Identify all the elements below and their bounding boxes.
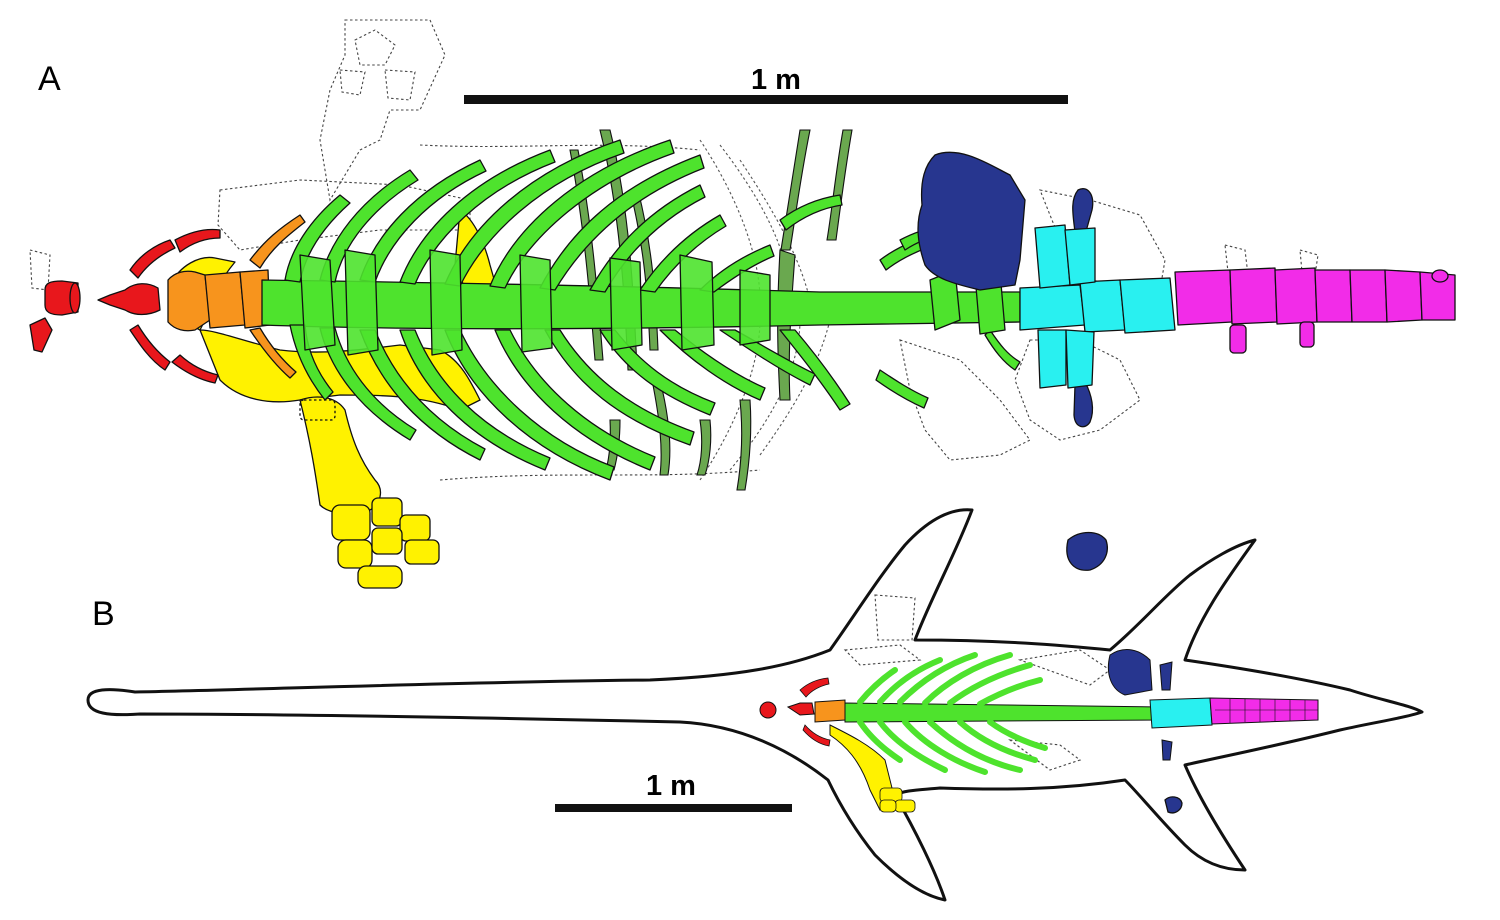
panel-a-pelvic-girdle xyxy=(917,151,1094,428)
panel-b-body-outline-reconstruction: B xyxy=(86,508,1424,902)
panel-b-miniature-skeleton xyxy=(759,594,1319,813)
panel-a-skeleton: A 1 m xyxy=(29,19,1456,589)
panel-a-caudal-vertebrae xyxy=(1174,267,1456,354)
panel-b-displaced-element-upper xyxy=(1066,531,1108,571)
panel-a-scale-bar xyxy=(464,95,1068,104)
panel-a-scale-label: 1 m xyxy=(751,64,801,96)
panel-b-scale-bar xyxy=(555,804,792,812)
panel-b-displaced-element-lower xyxy=(1164,796,1183,814)
panel-a-skull-elements xyxy=(29,228,221,384)
panel-a-sacral-vertebrae xyxy=(1019,224,1176,389)
panel-b-body-silhouette xyxy=(86,508,1424,902)
panel-b-scale-label: 1 m xyxy=(646,770,696,802)
panel-a-dorsal-ribs xyxy=(261,139,1021,481)
panel-b-label: B xyxy=(92,595,115,633)
panel-a-label: A xyxy=(38,60,61,98)
